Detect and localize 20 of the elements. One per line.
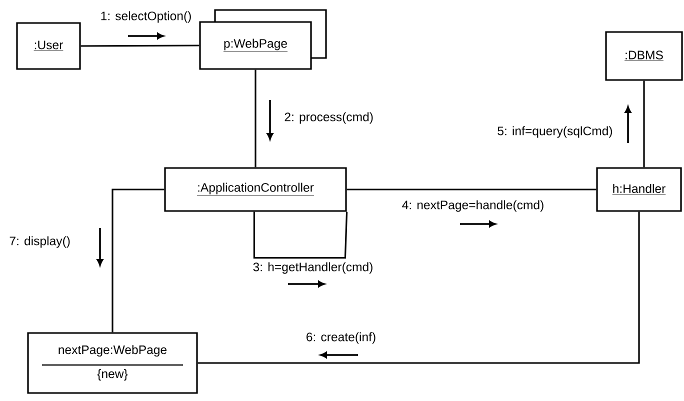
link-line <box>254 70 256 168</box>
edge-label: 7: display() <box>8 235 72 249</box>
object-box: :DBMS <box>605 31 683 81</box>
link-line <box>253 212 348 259</box>
link-line <box>198 212 640 364</box>
edge-label: 1: selectOption() <box>99 10 193 24</box>
edge-label: 4: nextPage=handle(cmd) <box>400 199 546 213</box>
link-line <box>80 44 200 47</box>
link-line <box>346 188 596 190</box>
object-box: nextPage:WebPage {new} <box>27 332 198 394</box>
link-line <box>643 80 645 168</box>
object-box: :User <box>16 22 81 70</box>
edge-label: 6: create(inf) <box>304 331 378 345</box>
object-box: h:Handler <box>596 167 682 212</box>
edge-label: 5: inf=query(sqlCmd) <box>496 125 614 139</box>
multi-object-box: p:WebPage <box>199 9 327 70</box>
edge-label: 3: h=getHandler(cmd) <box>252 261 374 275</box>
edge-label: 2: process(cmd) <box>283 111 375 125</box>
link-line <box>112 188 164 332</box>
object-box: :ApplicationController <box>164 167 347 212</box>
